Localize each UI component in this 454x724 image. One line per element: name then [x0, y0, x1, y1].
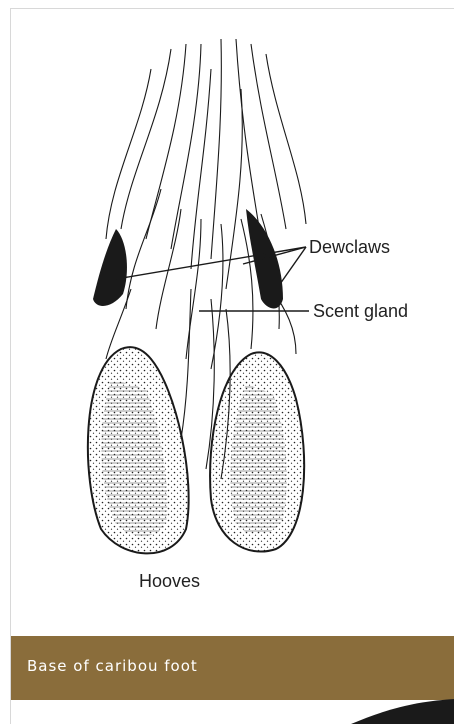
caribou-foot-illustration [11, 9, 454, 636]
page-corner-curve [11, 699, 454, 724]
caption-bar: Base of caribou foot [11, 636, 454, 700]
label-hooves: Hooves [139, 571, 200, 592]
hoof-left [88, 347, 189, 553]
figure-panel: Dewclaws Scent gland Hooves Base of cari… [10, 8, 454, 724]
label-dewclaws: Dewclaws [309, 237, 390, 258]
figure-caption: Base of caribou foot [27, 657, 198, 675]
dewclaw-left [93, 229, 127, 306]
hoof-right [210, 352, 304, 551]
label-scent-gland: Scent gland [313, 301, 408, 322]
